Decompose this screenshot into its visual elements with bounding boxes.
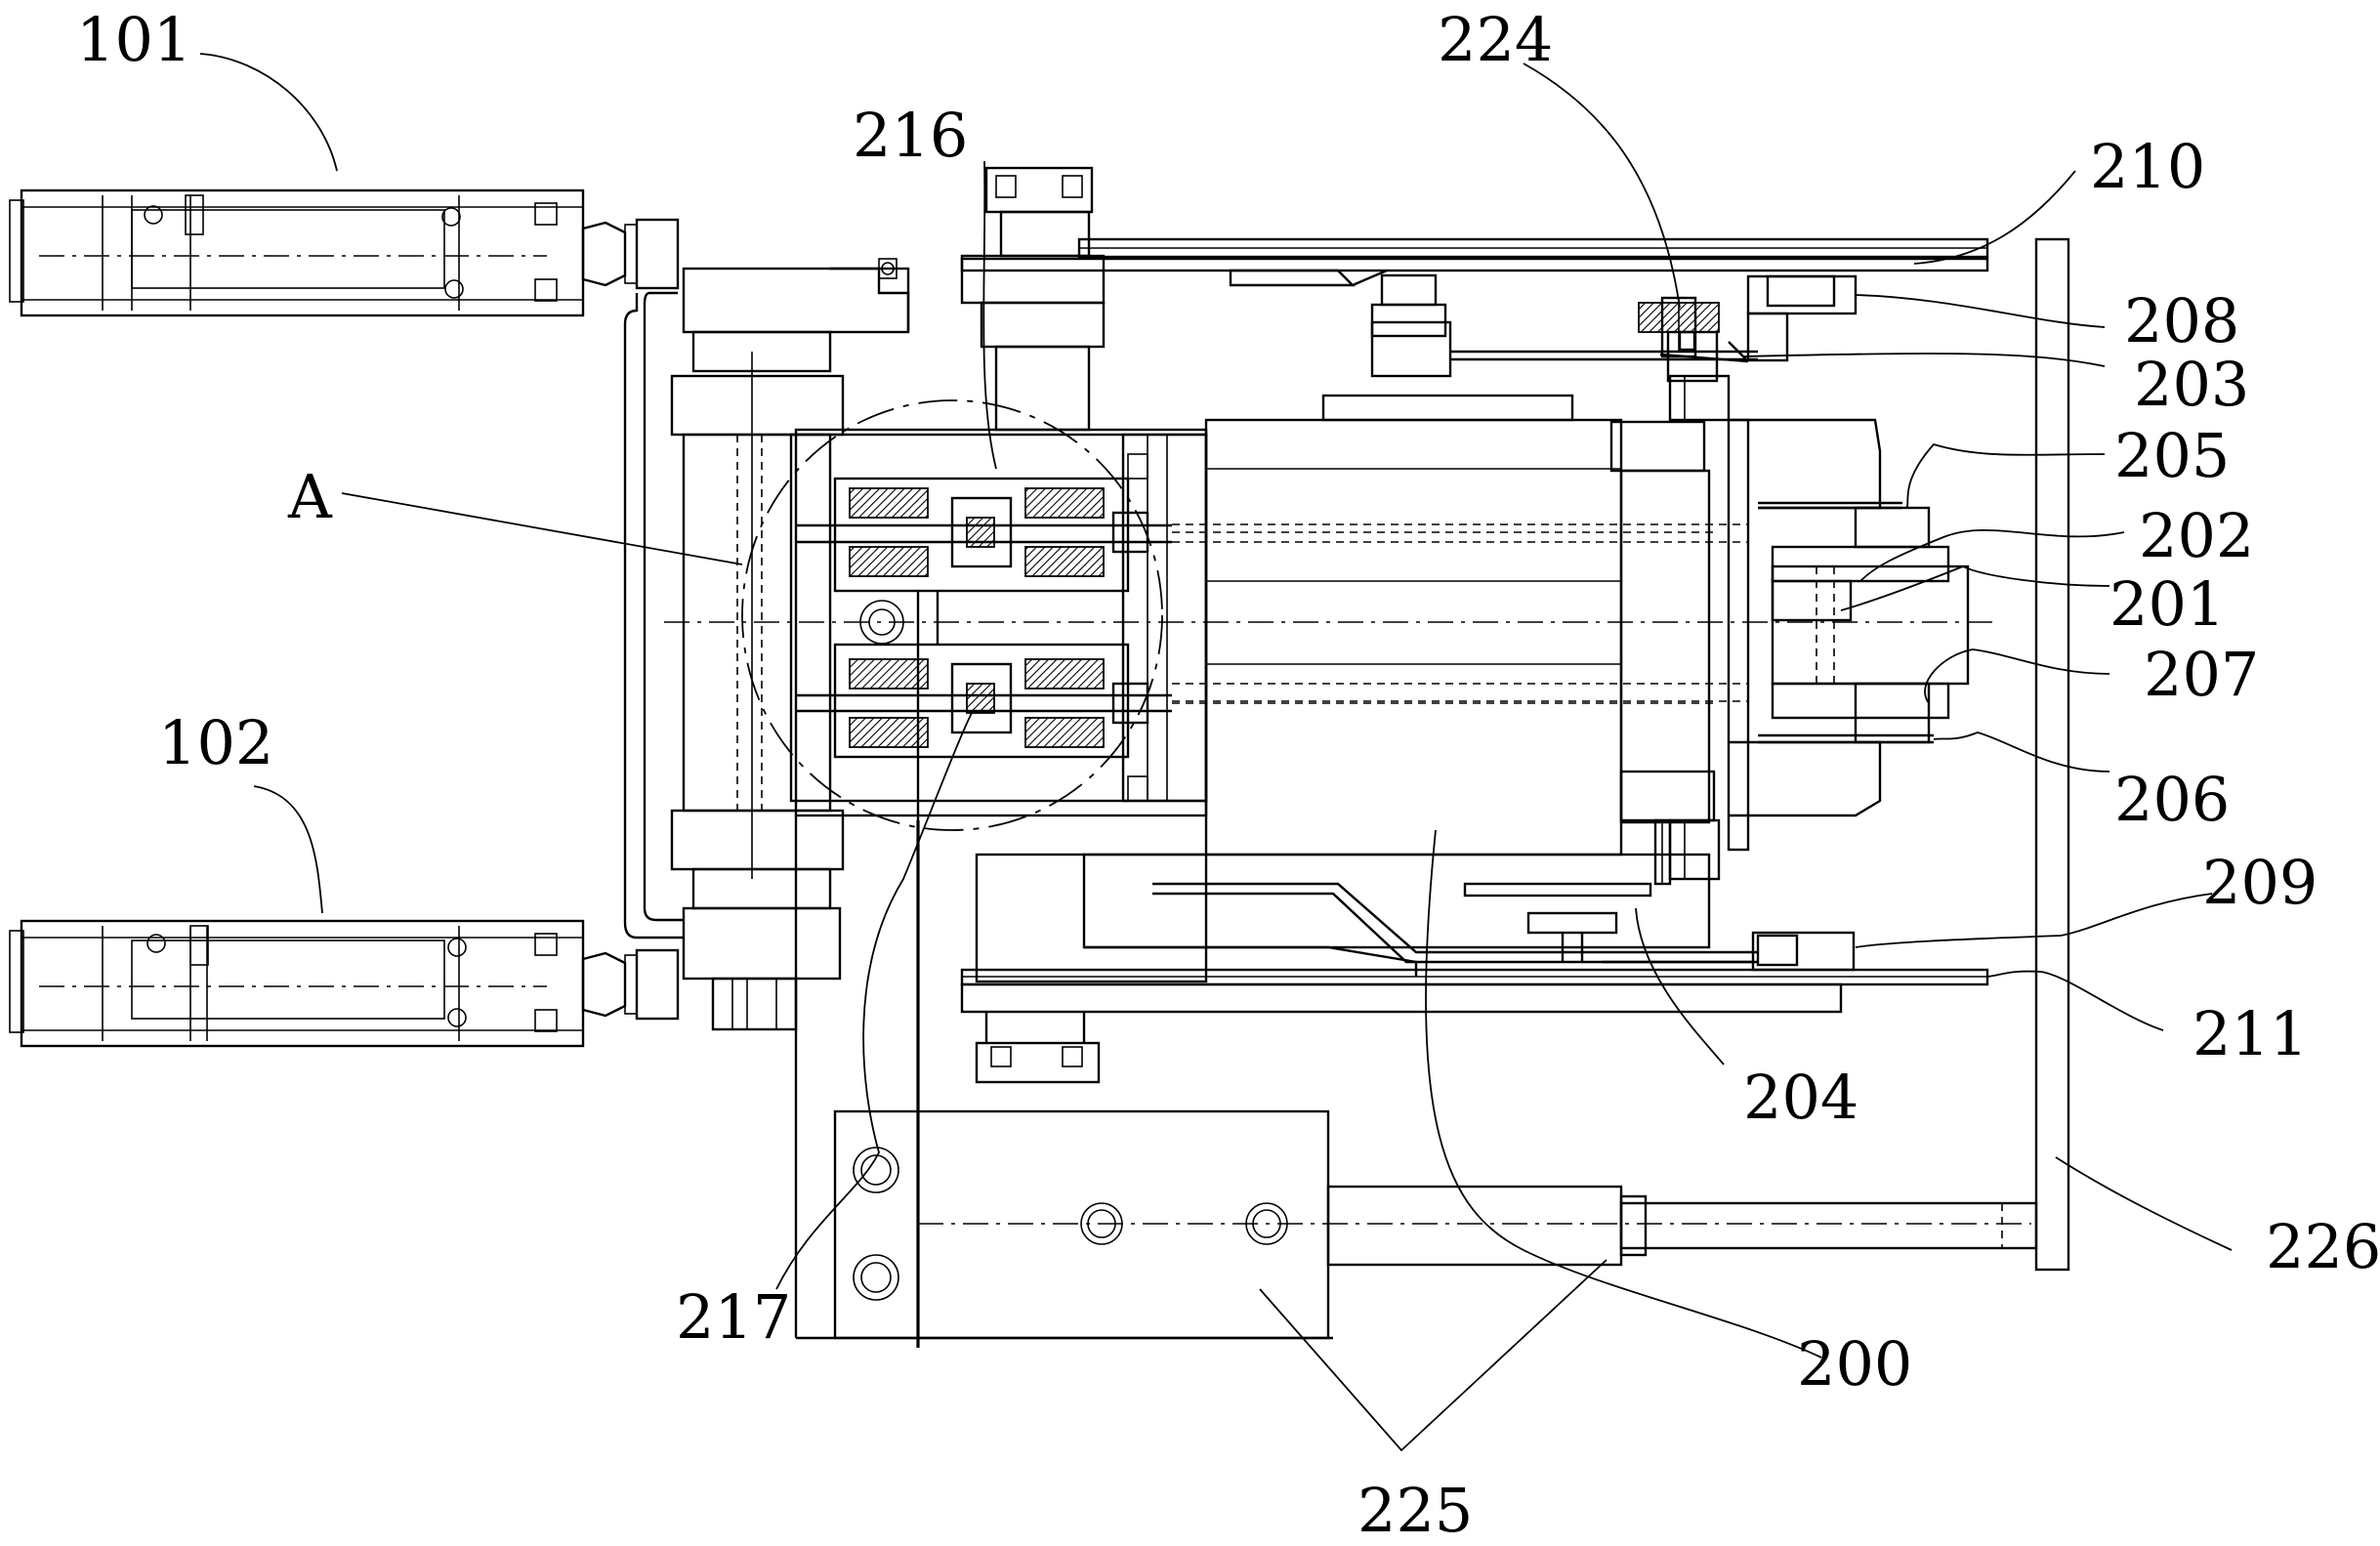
callout-labels: 101 102 224 216 210 208 203 205 202 201 …: [76, 4, 2380, 1546]
part-224: [1638, 274, 1858, 383]
leader-lines: [199, 53, 2233, 1452]
cylinder-101: [9, 188, 680, 317]
detail-A-region: [741, 399, 1719, 855]
label-210: 210: [2090, 131, 2205, 202]
top-rail-210: [960, 166, 1989, 432]
label-225: 225: [1357, 1475, 1473, 1546]
label-216: 216: [853, 100, 968, 171]
label-208: 208: [2124, 285, 2239, 356]
bottom-rail-211: [960, 818, 1989, 1084]
body-200: [975, 374, 1748, 983]
label-217: 217: [676, 1281, 791, 1353]
label-226: 226: [2266, 1211, 2380, 1282]
gripper-right: [1727, 418, 1970, 852]
label-224: 224: [1438, 4, 1553, 75]
label-206: 206: [2114, 764, 2230, 835]
label-203: 203: [2134, 349, 2249, 420]
label-205: 205: [2114, 420, 2230, 491]
label-201: 201: [2109, 568, 2225, 640]
label-207: 207: [2144, 639, 2259, 710]
left-frame: [623, 258, 910, 1031]
label-202: 202: [2139, 500, 2254, 571]
label-A: A: [287, 461, 333, 532]
label-204: 204: [1743, 1062, 1858, 1133]
label-209: 209: [2202, 847, 2317, 918]
label-200: 200: [1797, 1328, 1912, 1400]
label-211: 211: [2192, 998, 2308, 1069]
label-102: 102: [158, 707, 273, 778]
label-101: 101: [76, 4, 191, 75]
cylinder-102: [9, 919, 680, 1048]
cylinder-225: [833, 820, 2038, 1348]
